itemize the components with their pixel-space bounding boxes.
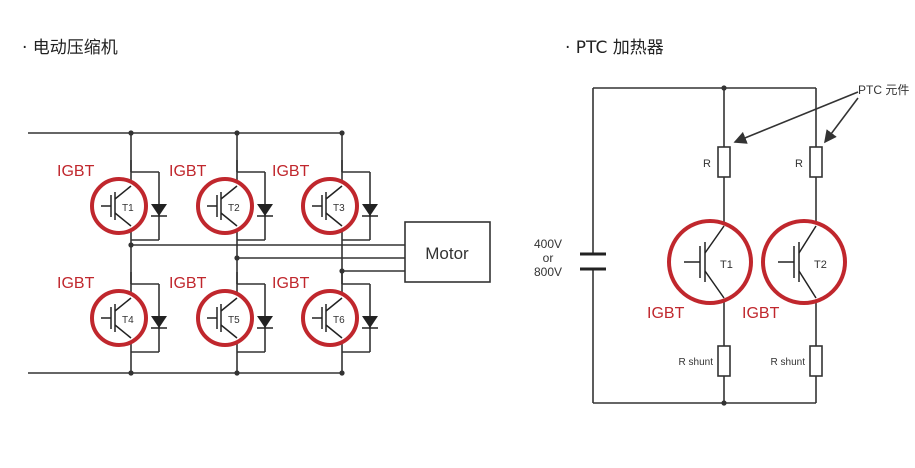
left-title: · 电动压缩机	[22, 38, 118, 58]
igbt-t4: T4 IGBT	[57, 272, 167, 353]
igbt-tag: T1	[720, 259, 733, 271]
igbt-t2: T2 IGBT	[169, 160, 273, 241]
ptc-igbt-t1: T1	[667, 219, 753, 305]
ptc-igbt-t2: T2	[761, 219, 847, 305]
igbt-label: IGBT	[272, 275, 310, 292]
voltage-label-or: or	[543, 251, 554, 265]
resistor-label: R	[795, 158, 803, 170]
shunt-resistor-1	[717, 345, 731, 377]
igbt-t5: T5 IGBT	[169, 272, 273, 353]
shunt-resistor-2	[809, 345, 823, 377]
igbt-t6: T6 IGBT	[272, 272, 378, 353]
ptc-resistor-1	[717, 146, 731, 178]
igbt-label: IGBT	[57, 275, 95, 292]
ptc-resistor-2	[809, 146, 823, 178]
voltage-label-800v: 800V	[534, 265, 562, 279]
igbt-tag: T3	[333, 203, 345, 214]
igbt-t1: T1 IGBT	[57, 160, 167, 241]
igbt-label: IGBT	[169, 275, 207, 292]
igbt-label: IGBT	[169, 163, 207, 180]
igbt-tag: T2	[814, 259, 827, 271]
motor-label: Motor	[425, 244, 469, 263]
motor-block: Motor	[404, 221, 491, 283]
shunt-label: R shunt	[679, 357, 714, 368]
shunt-label: R shunt	[771, 357, 806, 368]
igbt-label: IGBT	[57, 163, 95, 180]
igbt-tag: T6	[333, 315, 345, 326]
capacitor	[580, 252, 606, 271]
resistor-label: R	[703, 158, 711, 170]
igbt-tag: T1	[122, 203, 134, 214]
igbt-label: IGBT	[647, 305, 685, 322]
right-title: · PTC 加热器	[565, 38, 664, 58]
ptc-arrow-2	[824, 97, 859, 144]
igbt-label: IGBT	[742, 305, 780, 322]
igbt-tag: T2	[228, 203, 240, 214]
igbt-label: IGBT	[272, 163, 310, 180]
igbt-tag: T5	[228, 315, 240, 326]
voltage-label-400v: 400V	[534, 237, 562, 251]
igbt-tag: T4	[122, 315, 134, 326]
inverter-wiring	[28, 130, 405, 376]
igbt-t3: T3 IGBT	[272, 160, 378, 241]
ptc-element-label: PTC 元件	[858, 83, 909, 97]
ptc-arrow-1	[733, 91, 859, 144]
